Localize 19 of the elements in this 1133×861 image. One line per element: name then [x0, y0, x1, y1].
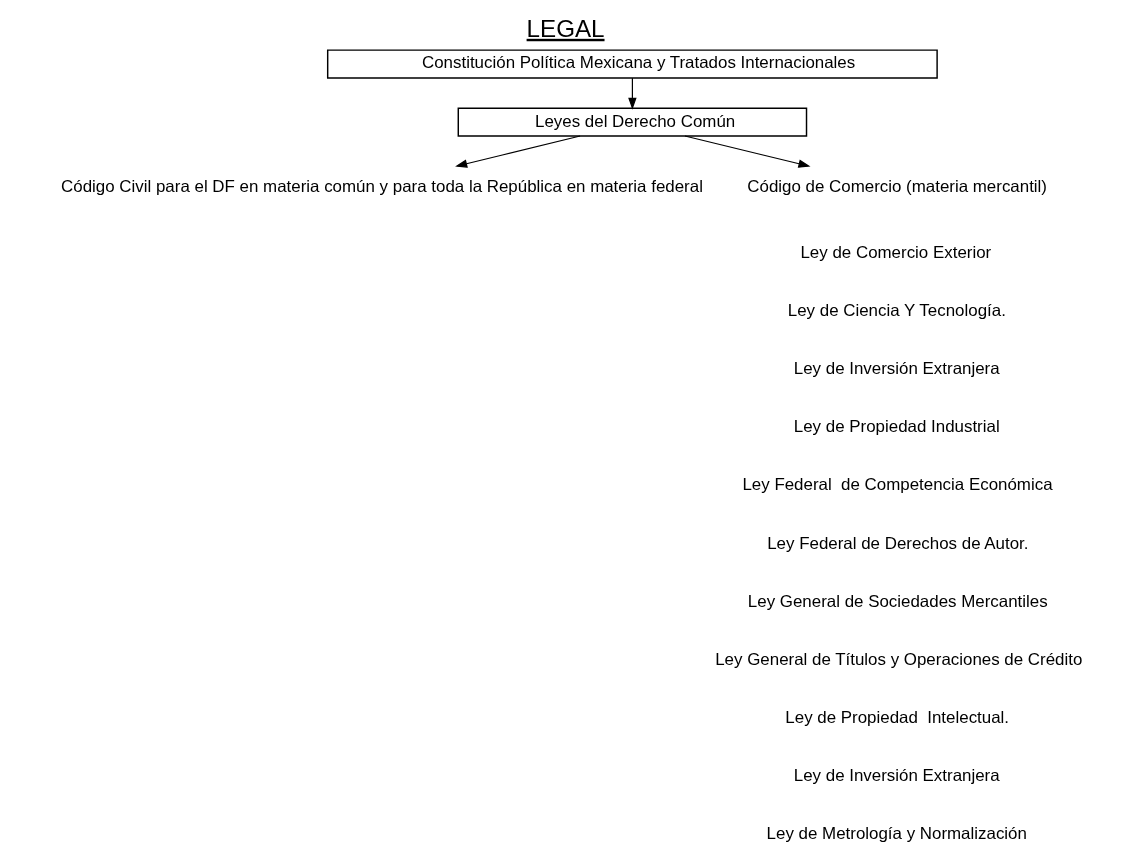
label: Ley General de Sociedades Mercantiles [747, 591, 1048, 611]
label: Ley Federal de Competencia Económica [742, 474, 1053, 494]
node-text: Código Civil para el DF en materia común y para toda la República en materia federal [61, 176, 703, 196]
diagram-title: LEGAL [526, 14, 605, 42]
arrow [455, 134, 581, 168]
label: Ley de Propiedad Industrial [793, 416, 1000, 436]
label: Ley de Inversión Extranjera [793, 358, 1000, 378]
node-box: Leyes del Derecho Común [457, 106, 808, 137]
label: Ley de Ciencia Y Tecnología. [787, 300, 1006, 320]
label: Ley Federal de Derechos de Autor. [767, 533, 1029, 553]
label: Ley de Comercio Exterior [800, 242, 992, 262]
arrow [628, 77, 637, 110]
node-box: Constitución Política Mexicana y Tratados Internacionales [326, 48, 938, 79]
label: Ley General de Títulos y Operaciones de Crédito [715, 649, 1083, 669]
label: Ley de Metrología y Normalización [766, 823, 1027, 843]
label: Ley de Inversión Extranjera [793, 765, 1000, 785]
label: Ley de Propiedad Intelectual. [785, 707, 1010, 727]
node-text: Código de Comercio (materia mercantil) [747, 176, 1048, 196]
arrow [684, 134, 811, 168]
